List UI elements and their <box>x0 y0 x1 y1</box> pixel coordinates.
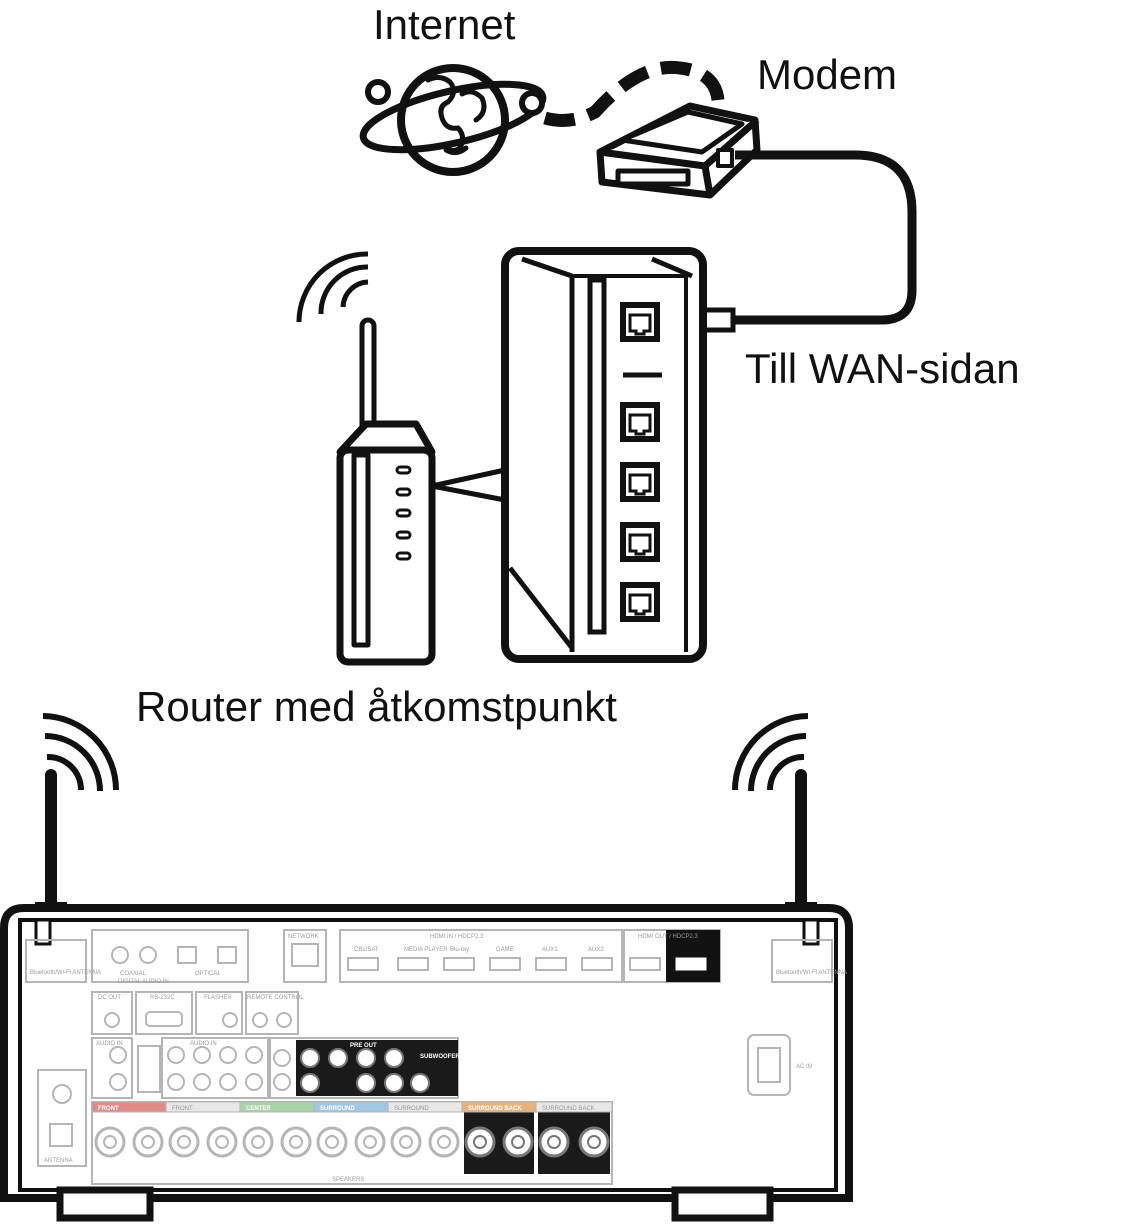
speaker-terminals: FRONT FRONT CENTER SURROUND SURROUND SURROUND… <box>91 1101 613 1174</box>
audio-in-label-1: AUDIO IN <box>96 1041 123 1047</box>
internet-label: Internet <box>373 1 516 48</box>
speakers-label: SPEAKERS <box>332 1177 364 1183</box>
optical-label: OPTICAL <box>195 971 221 977</box>
modem-icon <box>596 102 761 199</box>
speaker-terminal <box>280 1126 312 1158</box>
hdmi-input-label: GAME <box>496 947 514 953</box>
internet-modem-cable <box>543 60 725 127</box>
speaker-terminal <box>390 1126 422 1158</box>
hdmi-input-port: GAME <box>489 947 521 971</box>
modem-label: Modem <box>757 51 898 98</box>
router-ports-zoom <box>501 247 707 663</box>
lan-port-icon <box>620 582 660 622</box>
internet-globe-icon <box>359 64 547 176</box>
speaker-terminal-group: SURROUND <box>313 1101 389 1158</box>
lan-port-icon <box>620 462 660 502</box>
speaker-group-label: SURROUND BACK <box>468 1106 522 1112</box>
lan-port-icon <box>620 522 660 562</box>
subwoofer-label: SUBWOOFER <box>420 1054 460 1060</box>
speaker-terminal <box>316 1126 348 1158</box>
hdmi-input-port: AUX1 <box>535 947 567 971</box>
speaker-terminal <box>464 1126 496 1158</box>
router-icon <box>336 317 436 666</box>
speaker-terminal <box>538 1126 570 1158</box>
hdmi-input-label: MEDIA PLAYER <box>404 947 448 953</box>
speaker-terminal-group: SURROUND BACK <box>461 1101 537 1174</box>
bt-antenna-label-right: Bluetooth/Wi-Fi ANTENNA <box>776 970 847 976</box>
hdmi-in-label: HDMI IN / HDCP2.3 <box>430 934 484 940</box>
speaker-group-label: FRONT <box>98 1106 119 1112</box>
speaker-terminal-group: SURROUND <box>387 1101 463 1158</box>
receiver-rear-panel: Bluetooth/Wi-Fi ANTENNA Bluetooth/Wi-Fi … <box>25 929 847 1185</box>
speaker-terminal-group: SURROUND BACK <box>535 1101 613 1174</box>
speaker-terminal <box>206 1126 238 1158</box>
router-wifi-signal-icon <box>296 251 369 323</box>
wan-side-label: Till WAN-sidan <box>745 345 1020 392</box>
receiver-wifi-signal-right-icon <box>732 713 809 792</box>
network-port-label: NETWORK <box>288 934 319 940</box>
digital-audio-in-label: DIGITAL AUDIO IN <box>118 979 169 985</box>
receiver-wifi-signal-left-icon <box>42 713 119 792</box>
hdmi-input-port: CBL/SAT <box>347 947 379 971</box>
coaxial-label: COAXIAL <box>120 971 147 977</box>
hdmi-input-label: CBL/SAT <box>354 947 379 953</box>
speaker-terminal <box>502 1126 534 1158</box>
speaker-terminal <box>242 1126 274 1158</box>
hdmi-input-port: MEDIA PLAYER <box>397 947 448 971</box>
speaker-terminal <box>578 1126 610 1158</box>
speaker-terminal <box>168 1126 200 1158</box>
speaker-terminal <box>428 1126 460 1158</box>
router-label: Router med åtkomstpunkt <box>136 683 617 730</box>
rs232c-label: RS-232C <box>150 995 175 1001</box>
speaker-group-label: SURROUND <box>320 1106 355 1112</box>
lan-port-icon <box>620 402 660 442</box>
audio-in-label-2: AUDIO IN <box>190 1041 217 1047</box>
hdmi-out-label: HDMI OUT / HDCP2.3 <box>638 934 699 940</box>
av-receiver: Bluetooth/Wi-Fi ANTENNA Bluetooth/Wi-Fi … <box>0 713 853 1222</box>
ac-in-label: AC IN <box>796 1064 812 1070</box>
hdmi-input-label: AUX1 <box>542 947 558 953</box>
pre-out-label: PRE OUT <box>350 1043 377 1049</box>
router-lan-ports <box>620 302 660 622</box>
remote-control-label: REMOTE CONTROL <box>247 995 304 1001</box>
speaker-group-label: FRONT <box>172 1106 193 1112</box>
speaker-group-label: SURROUND <box>394 1106 429 1112</box>
speaker-group-label: SURROUND BACK <box>542 1106 595 1112</box>
antenna-label: ANTENNA <box>44 1158 73 1164</box>
flasher-label: FLASHER <box>204 995 232 1001</box>
speaker-terminal <box>94 1126 126 1158</box>
modem-router-cable <box>730 150 917 325</box>
speaker-terminal <box>354 1126 386 1158</box>
router-zoom-callout <box>431 467 506 503</box>
speaker-terminal <box>132 1126 164 1158</box>
bt-antenna-label-left: Bluetooth/Wi-Fi ANTENNA <box>30 970 101 976</box>
wan-port-icon <box>620 302 660 342</box>
speaker-group-label: CENTER <box>246 1106 271 1112</box>
dc-out-label: DC OUT <box>98 995 121 1001</box>
hdmi-input-port: Blu-ray <box>443 947 475 971</box>
hdmi-input-port: AUX2 <box>581 947 613 971</box>
hdmi-input-label: Blu-ray <box>450 947 469 953</box>
hdmi-input-label: AUX2 <box>588 947 604 953</box>
